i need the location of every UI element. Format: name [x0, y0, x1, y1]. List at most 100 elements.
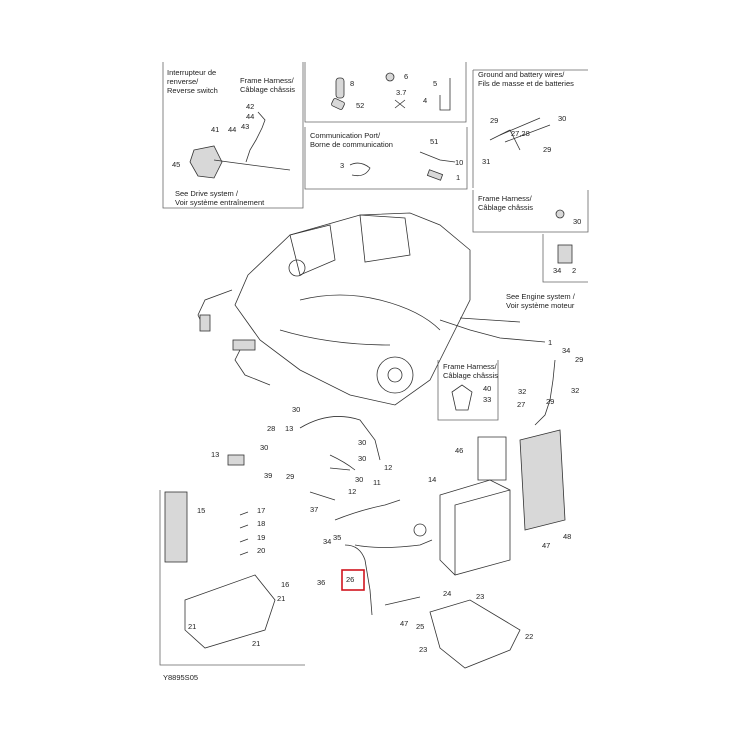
- tie-part: [309, 491, 336, 501]
- battery-cable-part: [534, 359, 556, 426]
- callout-5: 5: [433, 79, 437, 88]
- footer-code: Y8895S05: [163, 673, 198, 682]
- tray-bolt: [384, 596, 421, 606]
- callout-30: 30: [558, 114, 566, 123]
- engine-system-caption-1: See Engine system /: [506, 292, 576, 301]
- callout-28: 30: [292, 405, 300, 414]
- callout-30c: 13: [285, 424, 293, 433]
- engine-pulley-hub: [387, 367, 403, 383]
- callout-27-28: 27,28: [511, 129, 530, 138]
- callout-48: 48: [563, 532, 571, 541]
- callout-14: 30: [358, 454, 366, 463]
- harness-bracket-part: [451, 384, 473, 411]
- fuse-box-body: [184, 574, 276, 649]
- callout-36: 36: [317, 578, 325, 587]
- hose-assembly: 30 28 13 30 13 39 29 30 30 12 12 11 30 3…: [211, 405, 433, 616]
- comm-port-caption-1: Communication Port/: [310, 131, 381, 140]
- relay-box: [542, 234, 588, 283]
- drive-system-caption-1: See Drive system /: [175, 189, 239, 198]
- engine-wire-harness: [197, 289, 271, 386]
- callout-19: 19: [257, 533, 265, 542]
- comm-connector-part: [419, 151, 456, 163]
- callout-41: 41: [211, 125, 219, 134]
- callout-26-highlighted: 26: [346, 575, 354, 584]
- fuse-box-group: 15 17 18 19 20 16 21 21 21 Y8895S05: [159, 490, 305, 682]
- engine-system-caption-2: Voir système moteur: [506, 301, 575, 310]
- callout-35: 35: [333, 533, 341, 542]
- battery-46: [439, 479, 511, 576]
- engine-pulley: [376, 356, 414, 394]
- ground-wire-part: [499, 117, 551, 143]
- screw-part: [385, 72, 395, 82]
- callout-2: 34: [553, 266, 561, 275]
- engine-sensor: [288, 259, 306, 277]
- reverse-switch-box: [162, 62, 304, 209]
- connector-box: [304, 62, 467, 123]
- callout-10: 10: [455, 158, 463, 167]
- ground-battery-caption-1: Ground and battery wires/: [478, 70, 565, 79]
- engine-block: [234, 212, 471, 406]
- hose-37: [334, 499, 401, 521]
- callout-34c: 34: [323, 537, 331, 546]
- battery-assembly: 46 48 14 47: [413, 429, 571, 576]
- callout-44b: 44: [228, 125, 236, 134]
- callout-16: 16: [281, 580, 289, 589]
- callout-46: 14: [428, 475, 436, 484]
- ground-battery-caption-2: Fils de masse et de batteries: [478, 79, 574, 88]
- callout-24: 24: [443, 589, 451, 598]
- reverse-switch-bracket: [189, 145, 223, 179]
- communication-port-box: [304, 127, 468, 190]
- callout-12b: 12: [384, 463, 392, 472]
- engine-assembly: See Engine system / Voir système moteur: [197, 212, 576, 406]
- reverse-switch-wire: [245, 111, 266, 163]
- callout-23b: 23: [419, 645, 427, 654]
- callout-17: 17: [257, 506, 265, 515]
- callout-15: 15: [197, 506, 205, 515]
- callout-29e: 39: [264, 471, 272, 480]
- harness-nut-part: [555, 209, 565, 219]
- callout-21: 21: [277, 594, 285, 603]
- engine-connector: [199, 314, 211, 332]
- callout-30e: 30: [358, 438, 366, 447]
- callout-52: 52: [356, 101, 364, 110]
- hose-26: [344, 544, 373, 616]
- ground-battery-group: Ground and battery wires/ Fils de masse …: [472, 69, 588, 188]
- callout-23: 23: [476, 592, 484, 601]
- callout-40: 40: [483, 384, 491, 393]
- drive-system-caption-2: Voir système entraînement: [175, 198, 265, 207]
- fuse-box-frame: [159, 490, 305, 666]
- callout-12: 30: [355, 475, 363, 484]
- reverse-switch-harness: [213, 159, 291, 171]
- callout-37: 37: [310, 505, 318, 514]
- battery-tray-22: [429, 599, 521, 669]
- reverse-switch-caption-3: Reverse switch: [167, 86, 218, 95]
- fuse-relays: [239, 511, 249, 556]
- fuse-label-card: [164, 491, 188, 563]
- engine-details: [279, 294, 441, 346]
- frame-harness-top-caption-1: Frame Harness/: [240, 76, 295, 85]
- hose-28: [299, 416, 381, 461]
- frame-harness-right-caption-2: Câblage châssis: [478, 203, 533, 212]
- callout-3-7: 3.7: [396, 88, 406, 97]
- callout-34b: 1: [548, 338, 552, 347]
- callout-21b: 21: [188, 622, 196, 631]
- callout-30f: 11: [373, 478, 381, 487]
- hose-connector-39: [227, 454, 245, 466]
- engine-bracket-wires: [439, 317, 546, 343]
- relay-part: [557, 244, 573, 264]
- callout-6: 6: [404, 72, 408, 81]
- callout-11: 12: [348, 487, 356, 496]
- callout-51: 51: [430, 137, 438, 146]
- frame-harness-mid-caption-2: Câblage châssis: [443, 371, 498, 380]
- callout-22: 22: [525, 632, 533, 641]
- callout-47: 47: [542, 541, 550, 550]
- callout-30d: 29: [286, 472, 294, 481]
- engine-module: [232, 339, 256, 351]
- callout-47b: 47: [400, 619, 408, 628]
- communication-port-group: Communication Port/ Borne de communicati…: [304, 127, 490, 190]
- callout-29d: 27: [517, 400, 525, 409]
- callout-8: 8: [350, 79, 354, 88]
- frame-harness-mid-group: Frame Harness/ Câblage châssis 40 33 1 3…: [437, 338, 583, 426]
- callout-1: 1: [456, 173, 460, 182]
- callout-13: 28: [267, 424, 275, 433]
